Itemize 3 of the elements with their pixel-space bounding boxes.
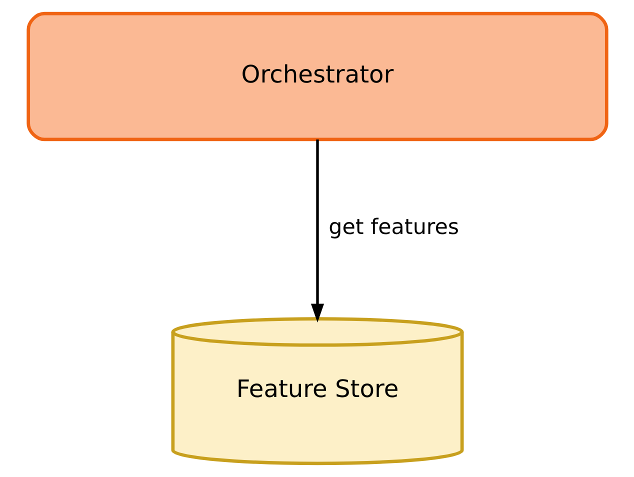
arrow [310,139,324,322]
edge-label: get features [328,215,459,240]
node-box: Orchestrator [26,12,608,142]
